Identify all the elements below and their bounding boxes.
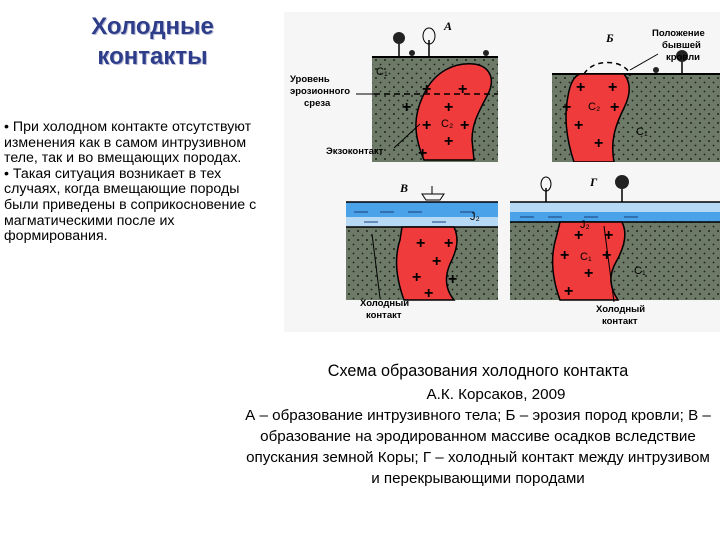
- svg-text:+: +: [432, 253, 441, 270]
- label-roof-3: кровли: [666, 52, 700, 63]
- svg-text:+: +: [460, 117, 469, 134]
- svg-text:+: +: [562, 99, 571, 116]
- svg-text:+: +: [560, 247, 569, 264]
- diagram-caption: Схема образования холодного контакта А.К…: [236, 348, 720, 540]
- svg-text:+: +: [448, 271, 457, 288]
- panel-a-letter: А: [443, 19, 452, 33]
- sym-c1-g: C₁: [634, 265, 646, 277]
- svg-text:+: +: [412, 269, 421, 286]
- panel-g-letter: Г: [589, 175, 598, 189]
- svg-text:+: +: [564, 283, 573, 300]
- label-erosion-3: среза: [304, 98, 331, 109]
- caption-body: А – образование интрузивного тела; Б – э…: [236, 405, 720, 489]
- slide-title: Холодные контакты: [40, 12, 265, 72]
- sym-c1-b: C₁: [636, 126, 648, 138]
- svg-text:+: +: [424, 285, 433, 302]
- sym-c1-g-inner: C₁: [580, 251, 592, 263]
- bullet-text: • При холодном контакте отсутствуют изме…: [4, 120, 276, 245]
- sym-j2-v: J₂: [470, 211, 480, 223]
- water-g: [510, 212, 720, 222]
- panel-b-letter: Б: [605, 31, 614, 45]
- label-roof-2: бывшей: [662, 40, 701, 51]
- label-erosion-2: эрозионного: [290, 86, 350, 97]
- svg-text:+: +: [422, 117, 431, 134]
- bullet-2: • Такая ситуация возникает в тех случаях…: [4, 167, 276, 245]
- label-erosion-1: Уровень: [290, 74, 330, 85]
- slide-title-line1: Холодные: [40, 12, 265, 42]
- label-cold-2: контакт: [366, 310, 402, 321]
- sym-c2-a: C₂: [441, 118, 453, 130]
- svg-text:+: +: [416, 235, 425, 252]
- svg-text:+: +: [444, 99, 453, 116]
- slide-title-line2: контакты: [40, 42, 265, 72]
- svg-text:+: +: [610, 99, 619, 116]
- svg-text:+: +: [584, 265, 593, 282]
- caption-author: А.К. Корсаков, 2009: [236, 385, 720, 405]
- label-cold-right-2: контакт: [602, 316, 638, 327]
- svg-text:+: +: [444, 133, 453, 150]
- svg-text:+: +: [444, 235, 453, 252]
- svg-text:+: +: [574, 117, 583, 134]
- label-exocontact: Экзоконтакт: [326, 146, 384, 157]
- sym-c2-b: C₂: [588, 101, 600, 113]
- svg-text:+: +: [418, 145, 427, 162]
- label-cold-right-1: Холодный: [596, 304, 645, 315]
- svg-text:+: +: [594, 135, 603, 152]
- panel-v: В J₂ ++ ++ ++ Холодный контакт: [346, 181, 498, 321]
- svg-text:+: +: [608, 79, 617, 96]
- cold-contact-diagram: А C₁ C₂ ++ ++ ++ ++ Уровень эрозионного …: [284, 12, 720, 332]
- svg-text:+: +: [402, 99, 411, 116]
- panel-v-letter: В: [399, 181, 408, 195]
- caption-title: Схема образования холодного контакта: [236, 361, 720, 381]
- label-roof-1: Положение: [652, 28, 705, 39]
- bullet-1: • При холодном контакте отсутствуют изме…: [4, 120, 276, 167]
- label-cold-1: Холодный: [360, 298, 409, 309]
- sediment-g: [510, 202, 720, 212]
- sym-c1-a: C₁: [376, 66, 388, 78]
- svg-text:+: +: [576, 79, 585, 96]
- svg-text:+: +: [458, 81, 467, 98]
- svg-text:+: +: [422, 81, 431, 98]
- svg-text:+: +: [574, 227, 583, 244]
